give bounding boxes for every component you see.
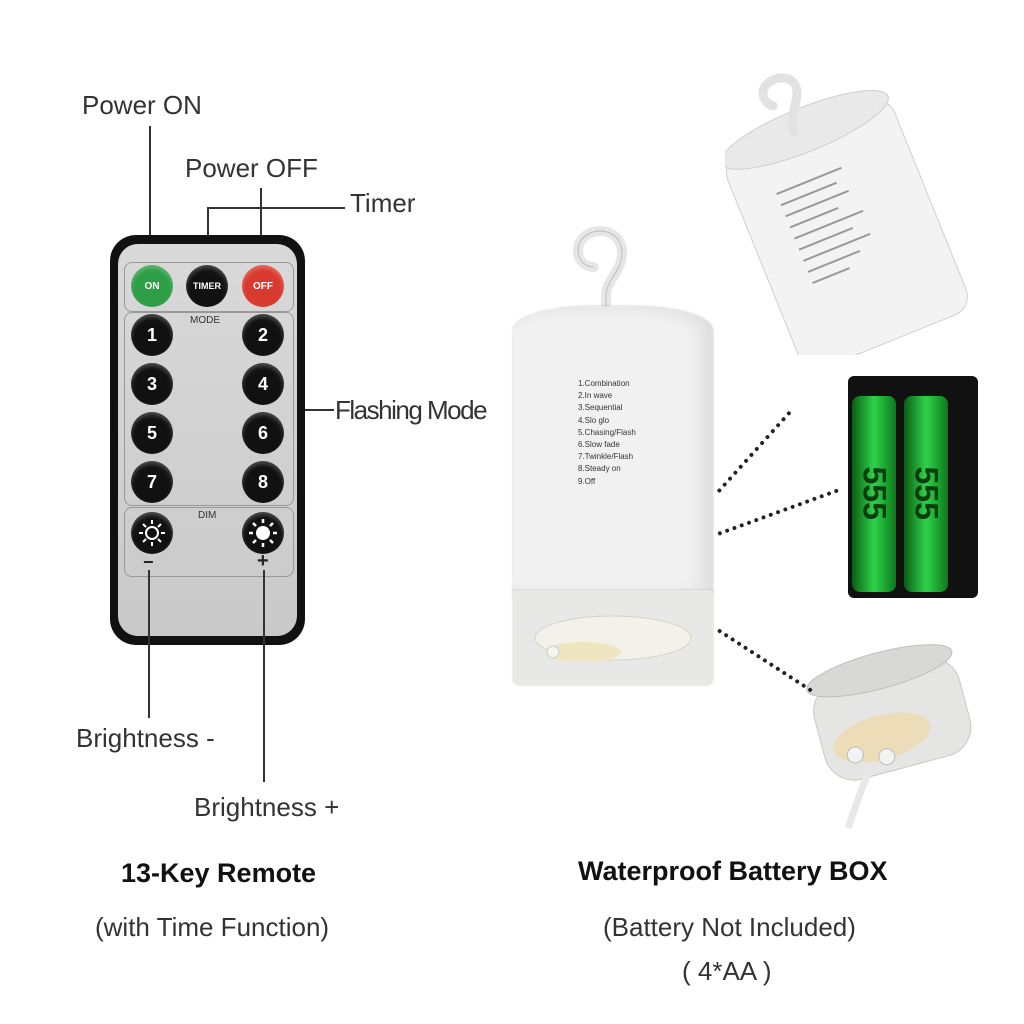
- mode-item: 4.Slo glo: [578, 415, 610, 425]
- on-key[interactable]: ON: [131, 265, 173, 307]
- dotted-connector-module: [716, 628, 814, 693]
- brightness-plus-label: Brightness +: [194, 792, 340, 822]
- top-key-panel: [124, 262, 294, 312]
- mode-item: 9.Off: [578, 476, 596, 486]
- battery-box-body: [513, 306, 713, 596]
- aa-battery-left: [852, 396, 896, 592]
- battery-cap-part: [725, 73, 968, 355]
- aa-battery-right: [904, 396, 948, 592]
- flashing-mode-label: Flashing Mode: [335, 395, 488, 425]
- mode-key-6[interactable]: 6: [242, 412, 284, 454]
- power-on-label: Power ON: [82, 90, 202, 120]
- sun-full-icon: [249, 519, 277, 547]
- mode-label: MODE: [190, 315, 220, 326]
- brightness-minus-leader: [148, 570, 150, 718]
- power-off-leader: [260, 188, 262, 266]
- battery-box-base: [513, 590, 713, 685]
- dim-label: DIM: [198, 510, 217, 521]
- mode-key-5[interactable]: 5: [131, 412, 173, 454]
- timer-leader-h: [207, 207, 345, 209]
- mode-item: 1.Combination: [578, 379, 630, 388]
- flash-mode-list: 1.Combination 2.In wave 3.Sequential 4.S…: [578, 378, 636, 488]
- mode-item: 7.Twinkle/Flash: [578, 452, 634, 462]
- mode-item: 6.Slow fade: [578, 440, 620, 450]
- bottom-module-part: [806, 644, 972, 830]
- dotted-connector-battery: [717, 488, 839, 536]
- sun-small-icon: [139, 520, 165, 546]
- mode-key-4[interactable]: 4: [242, 363, 284, 405]
- off-key[interactable]: OFF: [242, 265, 284, 307]
- box-caption-title: Waterproof Battery BOX: [578, 856, 888, 886]
- box-base-internals: [534, 615, 692, 662]
- power-off-label: Power OFF: [185, 153, 318, 183]
- mode-item: 8.Steady on: [578, 464, 621, 474]
- battery-brand-right: 555: [908, 466, 945, 520]
- box-caption-sub: (Battery Not Included): [603, 912, 856, 942]
- remote-caption-title: 13-Key Remote: [121, 858, 317, 888]
- timer-label: Timer: [350, 188, 416, 218]
- mode-key-panel: [124, 312, 294, 506]
- timer-key[interactable]: TIMER: [186, 265, 228, 307]
- mode-item: 3.Sequential: [578, 403, 623, 413]
- battery-brand-left: 555: [856, 466, 893, 520]
- mode-key-8[interactable]: 8: [242, 461, 284, 503]
- brightness-up-key[interactable]: [242, 512, 284, 554]
- plus-sign: +: [257, 550, 269, 572]
- brightness-down-key[interactable]: [131, 512, 173, 554]
- mode-key-3[interactable]: 3: [131, 363, 173, 405]
- dotted-connector-cap: [716, 410, 792, 494]
- mode-key-1[interactable]: 1: [131, 314, 173, 356]
- box-caption-count: ( 4*AA ): [682, 956, 772, 986]
- flashing-mode-leader: [292, 409, 334, 411]
- mode-item: 2.In wave: [578, 391, 613, 401]
- mode-key-2[interactable]: 2: [242, 314, 284, 356]
- dim-key-panel: [124, 507, 294, 577]
- brightness-minus-label: Brightness -: [76, 723, 215, 753]
- mode-key-7[interactable]: 7: [131, 461, 173, 503]
- box-hook-icon: [572, 225, 628, 315]
- minus-sign: −: [143, 552, 154, 572]
- remote-caption-sub: (with Time Function): [95, 912, 330, 942]
- mode-item: 5.Chasing/Flash: [578, 427, 636, 437]
- brightness-plus-leader: [263, 570, 265, 782]
- power-on-leader: [149, 126, 151, 266]
